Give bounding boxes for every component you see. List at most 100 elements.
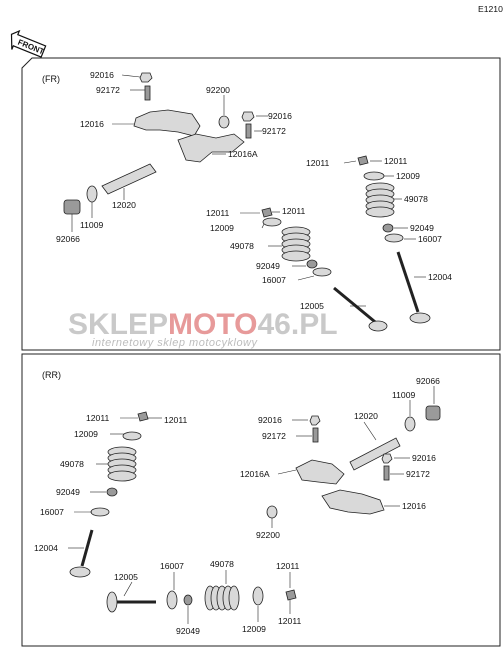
front-section-frame bbox=[21, 57, 501, 351]
rear-section-title: (RR) bbox=[42, 370, 61, 380]
rear-section-frame bbox=[21, 353, 501, 647]
valve-spring-icon bbox=[365, 182, 395, 218]
retainer-icon bbox=[363, 171, 385, 181]
rocker-arm-icon bbox=[177, 133, 245, 163]
part-label: 12011 bbox=[384, 156, 407, 166]
part-label: 49078 bbox=[404, 194, 428, 204]
part-label: 92066 bbox=[56, 234, 80, 244]
valve-spring-icon bbox=[281, 226, 311, 262]
part-label: 92172 bbox=[262, 126, 286, 136]
retainer-icon bbox=[262, 217, 282, 227]
cap-nut-icon bbox=[309, 415, 321, 426]
spring-seat-icon bbox=[384, 233, 404, 243]
part-label: 16007 bbox=[160, 561, 184, 571]
part-label: 49078 bbox=[210, 559, 234, 569]
part-label: 11009 bbox=[392, 390, 415, 400]
part-label: 12005 bbox=[114, 572, 138, 582]
part-label: 92066 bbox=[416, 376, 440, 386]
part-label: 92016 bbox=[268, 111, 292, 121]
part-label: 12016 bbox=[80, 119, 104, 129]
adjust-screw-icon bbox=[245, 123, 252, 139]
oil-seal-icon bbox=[183, 594, 193, 606]
valve-icon bbox=[333, 286, 388, 332]
part-label: 16007 bbox=[418, 234, 442, 244]
part-label: 92200 bbox=[206, 85, 230, 95]
part-label: 12011 bbox=[278, 616, 301, 626]
rocker-arm-icon bbox=[133, 109, 201, 137]
o-ring-icon bbox=[266, 505, 278, 519]
retainer-icon bbox=[252, 586, 264, 606]
valve-icon bbox=[396, 251, 431, 324]
page-code: E1210 bbox=[478, 4, 503, 14]
part-label: 12009 bbox=[242, 624, 266, 634]
part-label: 92049 bbox=[56, 487, 80, 497]
spring-seat-icon bbox=[166, 590, 178, 610]
front-section-title: (FR) bbox=[42, 74, 60, 84]
part-label: 92049 bbox=[410, 223, 434, 233]
part-label: 92172 bbox=[406, 469, 430, 479]
part-label: 92016 bbox=[258, 415, 282, 425]
push-rod-tube-icon bbox=[349, 437, 401, 471]
svg-text:SKLEPMOTO46.PL: SKLEPMOTO46.PL bbox=[68, 308, 338, 341]
part-label: 12009 bbox=[396, 171, 420, 181]
part-label: 12016A bbox=[228, 149, 258, 159]
plug-icon bbox=[63, 199, 81, 215]
part-label: 12011 bbox=[86, 413, 109, 423]
cap-nut-icon bbox=[139, 72, 153, 83]
part-label: 12011 bbox=[306, 158, 329, 168]
part-label: 12009 bbox=[74, 429, 98, 439]
valve-spring-icon bbox=[107, 446, 137, 482]
part-label: 16007 bbox=[262, 275, 286, 285]
keeper-icon bbox=[137, 411, 149, 422]
oil-seal-icon bbox=[382, 223, 394, 233]
valve-spring-icon bbox=[204, 585, 240, 611]
front-arrow-icon: FRONT bbox=[10, 29, 47, 58]
push-rod-tube-icon bbox=[101, 163, 157, 195]
keeper-icon bbox=[357, 155, 369, 166]
keeper-icon bbox=[285, 589, 297, 601]
oil-seal-icon bbox=[306, 259, 318, 269]
adjust-screw-icon bbox=[144, 85, 151, 101]
part-label: 92049 bbox=[176, 626, 200, 636]
part-label: 49078 bbox=[230, 241, 254, 251]
spring-seat-icon bbox=[312, 267, 332, 277]
part-label: 12011 bbox=[164, 415, 187, 425]
part-label: 92016 bbox=[90, 70, 114, 80]
rocker-arm-icon bbox=[295, 459, 345, 485]
spring-seat-icon bbox=[90, 507, 110, 517]
part-label: 92200 bbox=[256, 530, 280, 540]
part-label: 92016 bbox=[412, 453, 436, 463]
part-label: 12011 bbox=[276, 561, 299, 571]
part-label: 92049 bbox=[256, 261, 280, 271]
part-label: 16007 bbox=[40, 507, 64, 517]
part-label: 12016A bbox=[240, 469, 270, 479]
adjust-screw-icon bbox=[383, 465, 390, 481]
part-label: 12004 bbox=[428, 272, 452, 282]
rocker-arm-icon bbox=[321, 489, 385, 515]
part-label: 12020 bbox=[112, 200, 136, 210]
part-label: 12011 bbox=[282, 206, 305, 216]
part-label: 12004 bbox=[34, 543, 58, 553]
part-label: 12020 bbox=[354, 411, 378, 421]
o-ring-icon bbox=[86, 185, 98, 203]
o-ring-icon bbox=[218, 115, 230, 129]
part-label: 12011 bbox=[206, 208, 229, 218]
svg-text:internetowy sklep motocyklowy: internetowy sklep motocyklowy bbox=[92, 337, 259, 349]
keeper-icon bbox=[261, 207, 273, 218]
part-label: 49078 bbox=[60, 459, 84, 469]
retainer-icon bbox=[122, 431, 142, 441]
valve-icon bbox=[106, 591, 156, 613]
cap-nut-icon bbox=[241, 111, 255, 122]
adjust-screw-icon bbox=[312, 427, 319, 443]
part-label: 12005 bbox=[300, 301, 324, 311]
o-ring-icon bbox=[404, 416, 416, 432]
part-label: 11009 bbox=[80, 220, 103, 230]
watermark: SKLEPMOTO46.PL internetowy sklep motocyk… bbox=[68, 308, 338, 349]
part-label: 12016 bbox=[402, 501, 426, 511]
valve-icon bbox=[69, 529, 94, 578]
plug-icon bbox=[425, 405, 441, 421]
part-label: 92172 bbox=[262, 431, 286, 441]
cap-nut-icon bbox=[381, 453, 393, 464]
part-label: 12009 bbox=[210, 223, 234, 233]
